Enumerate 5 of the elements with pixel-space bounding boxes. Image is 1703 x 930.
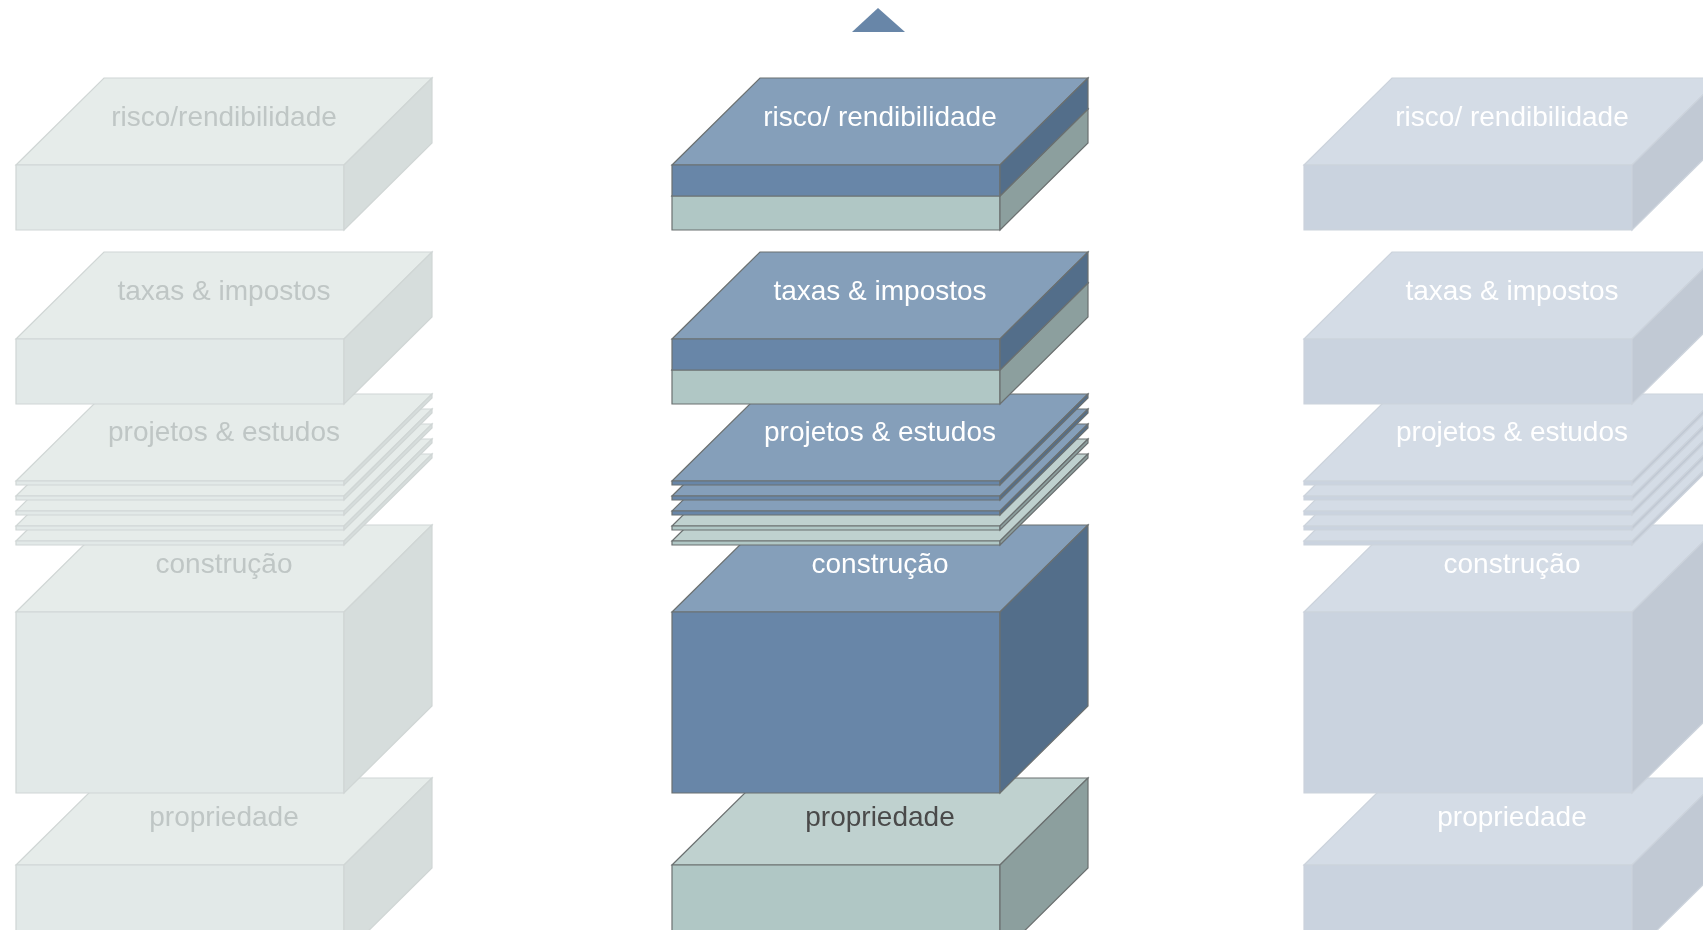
layer-label: risco/ rendibilidade [763,101,997,133]
layer-label: propriedade [805,801,955,833]
layer-label: projetos & estudos [764,416,996,448]
layer-label: taxas & impostos [773,275,987,307]
layer-label: construção [811,548,949,580]
